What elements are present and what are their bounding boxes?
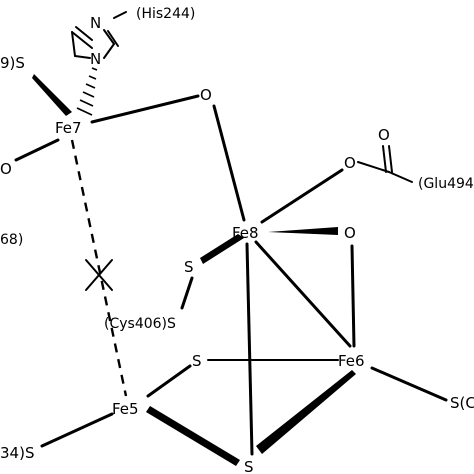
ring-bond	[75, 26, 93, 41]
sulfur-left-top-label: 9)S	[0, 54, 25, 72]
glu494-label: (Glu494	[418, 176, 474, 192]
sulfur-mid-label: S	[192, 352, 202, 370]
fe6-label: Fe6	[338, 352, 365, 370]
ring-bond	[103, 29, 115, 45]
ring-bond	[103, 43, 115, 59]
oxygen-top-label: O	[200, 86, 212, 104]
wedge-bond-fe8-o-mid	[268, 227, 338, 235]
wedge-bond-s-fe7	[32, 74, 72, 116]
hashed-bond-n-fe7	[76, 67, 98, 116]
ring-substituent-bond	[113, 11, 127, 19]
cys406-label: (Cys406)S	[104, 316, 176, 332]
ring-nitrogen-label-lower: N	[90, 50, 101, 68]
fe5-label: Fe5	[112, 400, 139, 418]
ring-bond	[107, 30, 119, 47]
bond-fe8-fe6	[254, 240, 352, 348]
bond-fe6-s-right	[370, 366, 448, 402]
bond-s-mid-fe5	[146, 364, 192, 398]
bond-carbonyl-c-o-a	[382, 145, 387, 173]
bond-glu-chain	[388, 171, 413, 183]
bond-o-glu-fe8	[260, 168, 344, 224]
wedge-bond-fe5-s-bottom	[146, 406, 240, 466]
ring-bond	[71, 31, 76, 57]
oxygen-left-label: O	[0, 160, 12, 178]
residue-68-label: 68)	[0, 232, 23, 248]
oxygen-carbonyl-label: O	[378, 126, 390, 144]
bond-o-mid-fe6	[350, 244, 356, 348]
bond-fe5-s-left	[40, 412, 114, 448]
bond-o-glu-c	[357, 161, 390, 173]
his244-label: (His244)	[136, 6, 195, 22]
sulfur-cys-upper-label: S	[184, 258, 194, 276]
fe7-label: Fe7	[55, 119, 82, 137]
bond-carbonyl-c-o-b	[388, 145, 393, 173]
residue-34-label: 34)S	[0, 444, 34, 462]
sulfur-bottom-label: S	[244, 458, 254, 474]
imidazole-ring	[71, 11, 127, 59]
oxygen-glu-label: O	[344, 154, 356, 172]
dashed-interaction-fe7-fe5	[70, 139, 128, 397]
bond-s-cys-chain	[180, 276, 194, 310]
wedge-bond-fe6-s-bottom	[256, 370, 356, 454]
ring-bond	[71, 31, 93, 49]
bond-fe7-o-left	[14, 138, 60, 162]
bond-fe7-o-top	[90, 94, 200, 124]
sulfur-right-label: S(C	[450, 394, 474, 412]
cross-mark-b	[85, 259, 113, 291]
ring-nitrogen-label: N	[90, 14, 101, 32]
bond-fe8-s-bottom	[245, 242, 254, 456]
bond-o-top-fe8	[212, 104, 246, 222]
wedge-bond-s-cys-fe8	[200, 234, 244, 264]
oxygen-mid-label: O	[344, 224, 356, 242]
ring-bond	[74, 55, 91, 59]
